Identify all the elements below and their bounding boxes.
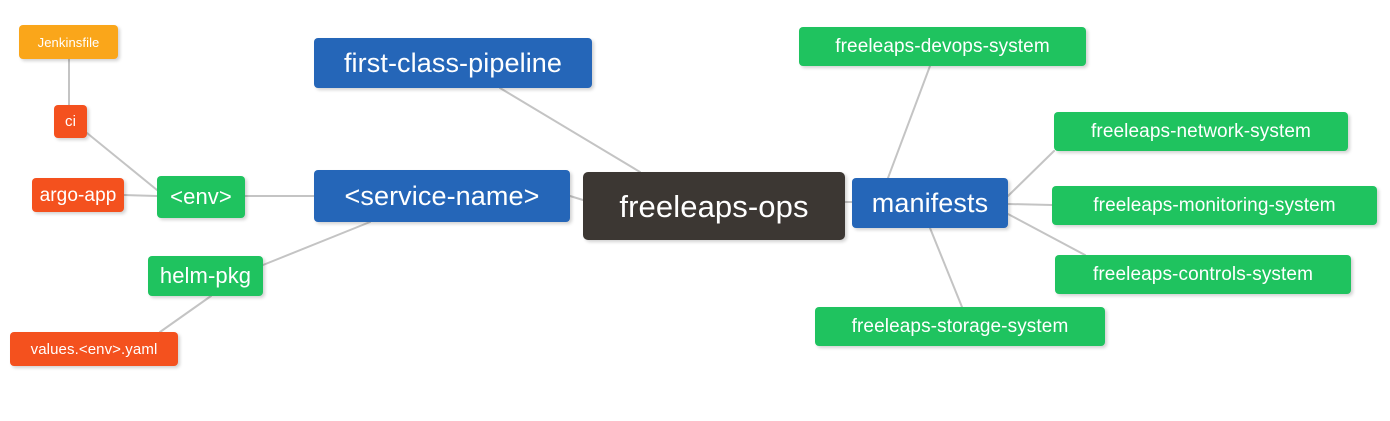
- node-first-class-pipeline[interactable]: first-class-pipeline: [314, 38, 592, 88]
- node-label: helm-pkg: [159, 263, 252, 288]
- edge-argo-app-to-env: [123, 194, 158, 197]
- node-freeleaps-controls-system[interactable]: freeleaps-controls-system: [1055, 255, 1351, 294]
- node-values-env-yaml[interactable]: values.<env>.yaml: [10, 332, 178, 366]
- node-helm-pkg[interactable]: helm-pkg: [148, 256, 263, 296]
- edge-service-name-to-freeleaps-ops: [569, 195, 584, 201]
- node-manifests[interactable]: manifests: [852, 178, 1008, 228]
- node-freeleaps-storage-system[interactable]: freeleaps-storage-system: [815, 307, 1105, 346]
- edge-first-class-pipeline-to-freeleaps-ops: [499, 87, 641, 173]
- edge-manifests-to-freeleaps-monitoring-system: [1007, 203, 1053, 206]
- edge-manifests-to-freeleaps-network-system: [1007, 150, 1055, 197]
- node-label: argo-app: [39, 184, 117, 206]
- node-label: freeleaps-ops: [619, 188, 809, 224]
- node-label: <env>: [170, 184, 232, 209]
- node-freeleaps-network-system[interactable]: freeleaps-network-system: [1054, 112, 1348, 151]
- node-label: manifests: [871, 187, 989, 218]
- node-freeleaps-devops-system[interactable]: freeleaps-devops-system: [799, 27, 1086, 66]
- edge-manifests-to-freeleaps-storage-system: [929, 227, 963, 308]
- edge-helm-pkg-to-service-name: [262, 221, 371, 266]
- node-env[interactable]: <env>: [157, 176, 245, 218]
- edge-manifests-to-freeleaps-devops-system: [887, 65, 931, 179]
- node-label: ci: [64, 113, 77, 130]
- node-service-name[interactable]: <service-name>: [314, 170, 570, 222]
- node-label: <service-name>: [344, 180, 540, 211]
- node-label: Jenkinsfile: [37, 34, 100, 50]
- node-label: freeleaps-monitoring-system: [1093, 195, 1336, 216]
- node-label: first-class-pipeline: [343, 47, 563, 78]
- edge-values-env-yaml-to-helm-pkg: [159, 295, 212, 333]
- node-ci[interactable]: ci: [54, 105, 87, 138]
- node-jenkinsfile[interactable]: Jenkinsfile: [19, 25, 118, 59]
- node-label: freeleaps-storage-system: [851, 316, 1069, 337]
- node-argo-app[interactable]: argo-app: [32, 178, 124, 212]
- node-label: values.<env>.yaml: [30, 340, 158, 358]
- node-label: freeleaps-controls-system: [1092, 264, 1314, 285]
- node-freeleaps-ops[interactable]: freeleaps-ops: [583, 172, 845, 240]
- node-label: freeleaps-devops-system: [835, 36, 1050, 57]
- node-label: freeleaps-network-system: [1091, 121, 1311, 142]
- node-freeleaps-monitoring-system[interactable]: freeleaps-monitoring-system: [1052, 186, 1377, 225]
